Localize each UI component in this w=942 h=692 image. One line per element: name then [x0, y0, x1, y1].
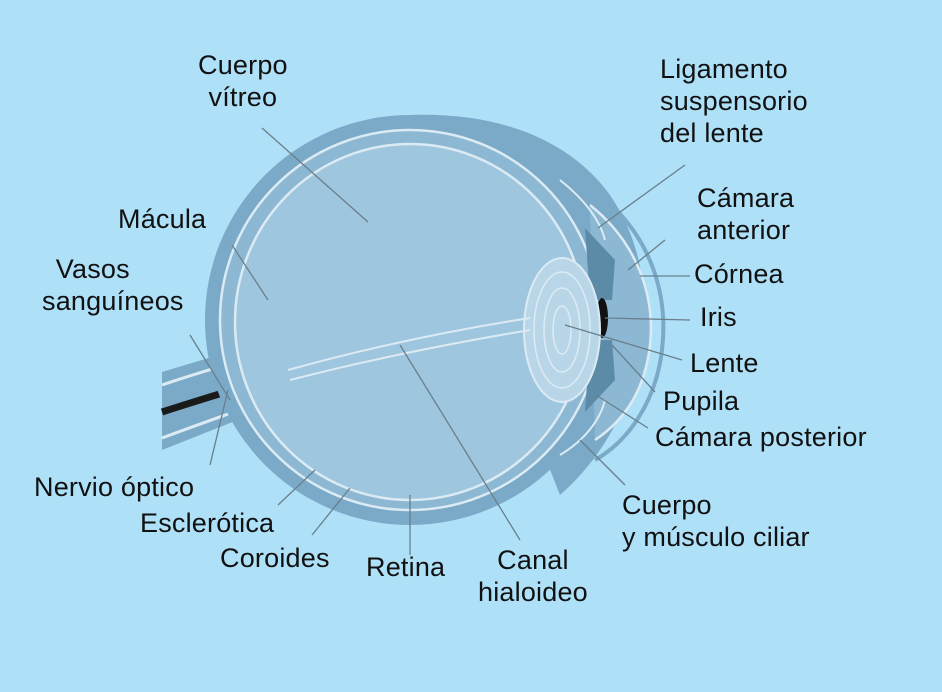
label-cornea: Córnea	[694, 259, 784, 289]
label-camara-posterior: Cámara posterior	[655, 422, 867, 452]
label-macula: Mácula	[118, 204, 207, 234]
label-retina: Retina	[366, 552, 446, 582]
label-coroides: Coroides	[220, 543, 330, 573]
leader-lines	[189, 127, 691, 555]
label-pupila: Pupila	[663, 386, 740, 416]
eyeball	[205, 114, 666, 525]
label-camara-anterior: Cámara anterior	[697, 183, 795, 245]
label-iris: Iris	[700, 302, 737, 332]
label-esclerotica: Esclerótica	[140, 508, 275, 538]
label-canal-hialoideo: Canal hialoideo	[478, 545, 588, 607]
label-cuerpo-vitreo: Cuerpo vítreo	[198, 50, 288, 112]
label-lente: Lente	[690, 348, 759, 378]
label-nervio-optico: Nervio óptico	[34, 472, 195, 502]
label-vasos-sanguineos: Vasos sanguíneos	[42, 254, 184, 316]
label-ligamento-suspensorio: Ligamento suspensorio del lente	[660, 54, 808, 148]
label-cuerpo-musculo-ciliar: Cuerpo y músculo ciliar	[622, 490, 810, 552]
